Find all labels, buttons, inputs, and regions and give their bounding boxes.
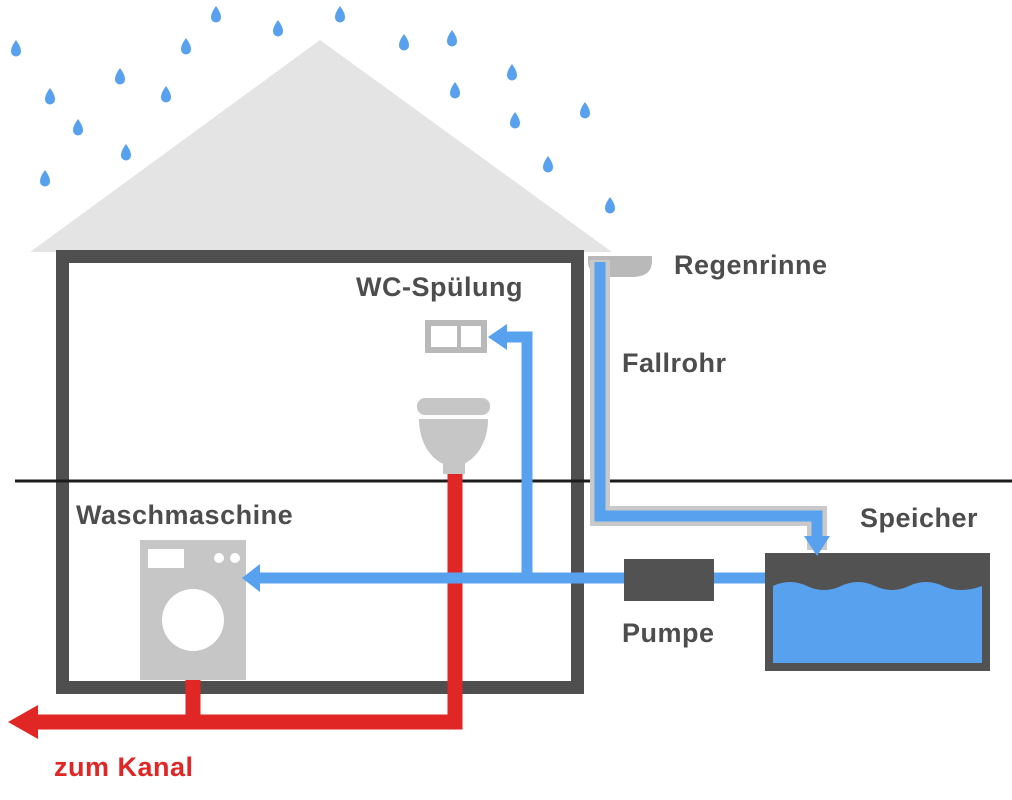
- washing-machine-icon: [140, 540, 246, 680]
- roof-icon: [30, 40, 612, 252]
- pump-icon: [624, 559, 714, 601]
- waste-pipe: [8, 462, 463, 739]
- arrow-left-icon: [242, 564, 260, 592]
- house-walls: [56, 250, 584, 694]
- arrow-left-icon: [8, 705, 38, 739]
- label-zum-kanal: zum Kanal: [54, 752, 194, 782]
- storage-tank-icon: [765, 553, 990, 671]
- toilet-icon: [417, 398, 490, 474]
- supply-pipe-wc: [488, 324, 533, 578]
- label-wc-spuelung: WC-Spülung: [356, 272, 523, 302]
- label-pumpe: Pumpe: [622, 618, 715, 648]
- arrow-left-icon: [488, 324, 507, 350]
- arrow-down-icon: [804, 536, 830, 556]
- cistern-icon: [425, 320, 487, 353]
- label-waschmaschine: Waschmaschine: [76, 500, 294, 530]
- label-regenrinne: Regenrinne: [674, 250, 828, 280]
- tank-water: [773, 582, 982, 663]
- label-fallrohr: Fallrohr: [622, 348, 727, 378]
- downpipe-water: [594, 262, 830, 556]
- downpipe-icon: [590, 260, 827, 550]
- label-speicher: Speicher: [860, 503, 979, 533]
